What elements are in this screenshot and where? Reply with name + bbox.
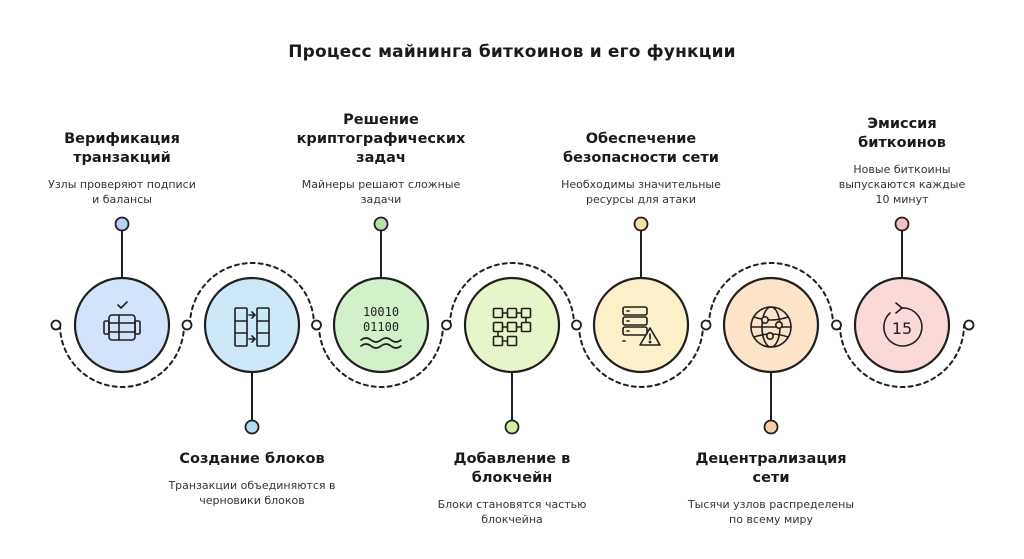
step-title: Эмиссия биткоинов [858, 116, 946, 151]
dashed-arc [578, 324, 704, 388]
step-description: Необходимы значительные ресурсы для атак… [561, 178, 721, 206]
end-dot [50, 319, 62, 331]
step-title: Верификация транзакций [64, 131, 180, 166]
step-circle [463, 276, 561, 374]
step-description: Новые биткоины выпускаются каждые 10 мин… [838, 163, 966, 206]
step-circle [853, 276, 951, 374]
step-title: Обеспечение безопасности сети [563, 131, 719, 166]
globe-network-icon [750, 306, 792, 348]
connector-knob [114, 216, 130, 232]
connector-knob [373, 216, 389, 232]
blockchain-grid-icon [492, 307, 532, 347]
dashed-arc [839, 324, 965, 388]
connector-knob [763, 419, 779, 435]
wallet-check-icon [103, 301, 141, 341]
end-dot [963, 319, 975, 331]
binary-line-2: 01100 [363, 320, 399, 334]
connector-knob [504, 419, 520, 435]
timer-15-icon: 15 [883, 302, 923, 347]
step-circle [203, 276, 301, 374]
junction-dot [311, 319, 322, 331]
dashed-arc [449, 262, 575, 326]
step-title: Добавление в блокчейн [453, 451, 571, 486]
server-warning-icon [622, 306, 661, 346]
blocks-arrows-icon [234, 307, 270, 347]
step-description: Майнеры решают сложные задачи [301, 178, 461, 206]
timer-value: 15 [892, 319, 912, 338]
step-title: Создание блоков [179, 451, 325, 467]
binary-line-1: 10010 [363, 305, 399, 319]
step-description: Транзакции объединяются в черновики блок… [168, 479, 336, 507]
connector-knob [894, 216, 910, 232]
step-title: Децентрализация сети [695, 451, 847, 486]
junction-dot [181, 319, 193, 331]
step-description: Тысячи узлов распределены по всему миру [687, 498, 855, 526]
connector-knob [633, 216, 649, 232]
step-title: Решение криптографических задач [296, 112, 466, 166]
junction-dot [831, 319, 842, 331]
step-description: Узлы проверяют подписи и балансы [48, 178, 196, 206]
step-circle [722, 276, 820, 374]
junction-dot [571, 319, 582, 331]
step-description: Блоки становятся частью блокчейна [437, 498, 587, 526]
page-title: Процесс майнинга биткоинов и его функции [288, 42, 736, 62]
dashed-arc [59, 324, 185, 388]
junction-dot [700, 319, 712, 331]
connector-knob [244, 419, 260, 435]
dashed-arc [189, 262, 315, 326]
step-circle [73, 276, 171, 374]
step-circle [332, 276, 430, 374]
junction-dot [441, 319, 452, 331]
dashed-arc [318, 324, 444, 388]
dashed-arc [708, 262, 834, 326]
